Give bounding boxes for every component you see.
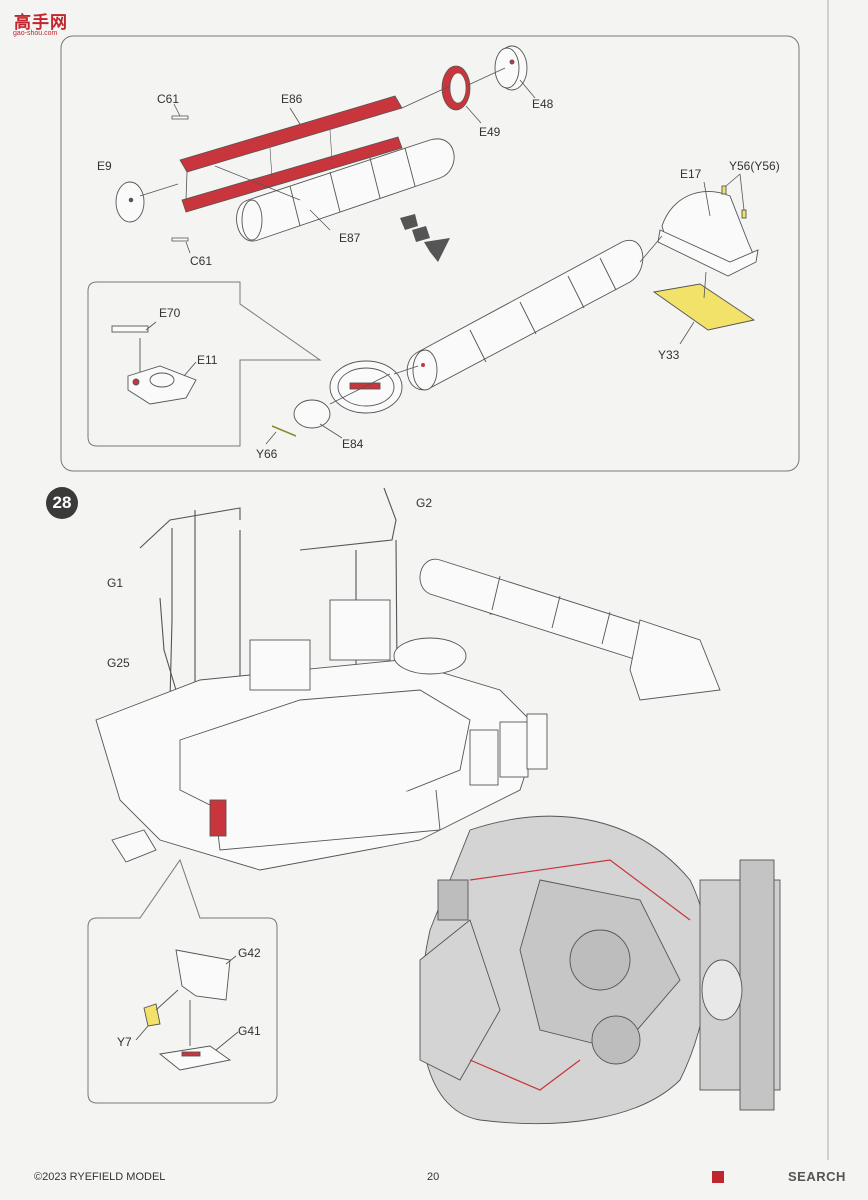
part-y66-wire (271, 425, 297, 437)
label-e48: E48 (532, 97, 554, 111)
part-g41-g42-detail (135, 949, 239, 1071)
label-y56: Y56(Y56) (729, 159, 780, 173)
part-e84-frame (329, 360, 403, 414)
part-e49-ring (441, 65, 471, 111)
small-part-g (111, 829, 157, 863)
footer-brand: SEARCH (788, 1169, 846, 1184)
leader-lines-right (639, 173, 745, 345)
label-y7: Y7 (117, 1035, 132, 1049)
part-e70-e11-detail (111, 321, 197, 405)
leader-lines-lower (265, 365, 419, 445)
label-g1: G1 (107, 576, 124, 590)
part-e17-housing (657, 185, 759, 277)
label-e87: E87 (339, 231, 361, 245)
leader-lines-upper (139, 67, 536, 254)
label-e11: E11 (197, 353, 218, 367)
turret-assembly (95, 595, 599, 871)
upper-panel-frame (60, 35, 800, 472)
label-e17: E17 (680, 167, 702, 181)
label-g25: G25 (107, 656, 130, 670)
part-e84-disc (293, 399, 331, 429)
brand-logo-icon (712, 1171, 724, 1183)
label-e9: E9 (97, 159, 112, 173)
label-g42: G42 (238, 946, 261, 960)
label-e70: E70 (159, 306, 181, 320)
watermark-title: 高手网 (14, 13, 68, 32)
direction-arrow (400, 214, 450, 262)
label-g2: G2 (416, 496, 433, 510)
part-e48-cap (494, 45, 528, 91)
label-e49: E49 (479, 125, 501, 139)
part-e86-rail (179, 95, 403, 213)
label-g41: G41 (238, 1024, 261, 1038)
watermark-url: gao-shou.com (13, 30, 58, 37)
label-c61-top: C61 (157, 92, 180, 106)
part-y33-plate (652, 283, 756, 331)
footer-page-number: 20 (427, 1171, 440, 1183)
label-e84: E84 (342, 437, 364, 451)
label-c61-bottom: C61 (190, 254, 213, 268)
callout-panel-e70 (87, 281, 322, 447)
label-y33: Y33 (658, 348, 680, 362)
site-watermark-logo: 高手网 gao-shou.com (6, 6, 70, 40)
turret-top-view (419, 815, 781, 1124)
assembled-tube (406, 239, 644, 391)
part-e87-tube (236, 138, 455, 242)
turret-tube (419, 558, 721, 701)
callout-panel-g41 (87, 858, 278, 1104)
part-c61-pin-bottom (171, 237, 189, 242)
label-e86: E86 (281, 92, 303, 106)
step-number-badge: 28 (46, 487, 78, 519)
label-y66: Y66 (256, 447, 278, 461)
part-e9-disc (115, 181, 145, 223)
part-c61-pin-top (171, 115, 189, 120)
footer-copyright: ©2023 RYEFIELD MODEL (34, 1171, 166, 1183)
